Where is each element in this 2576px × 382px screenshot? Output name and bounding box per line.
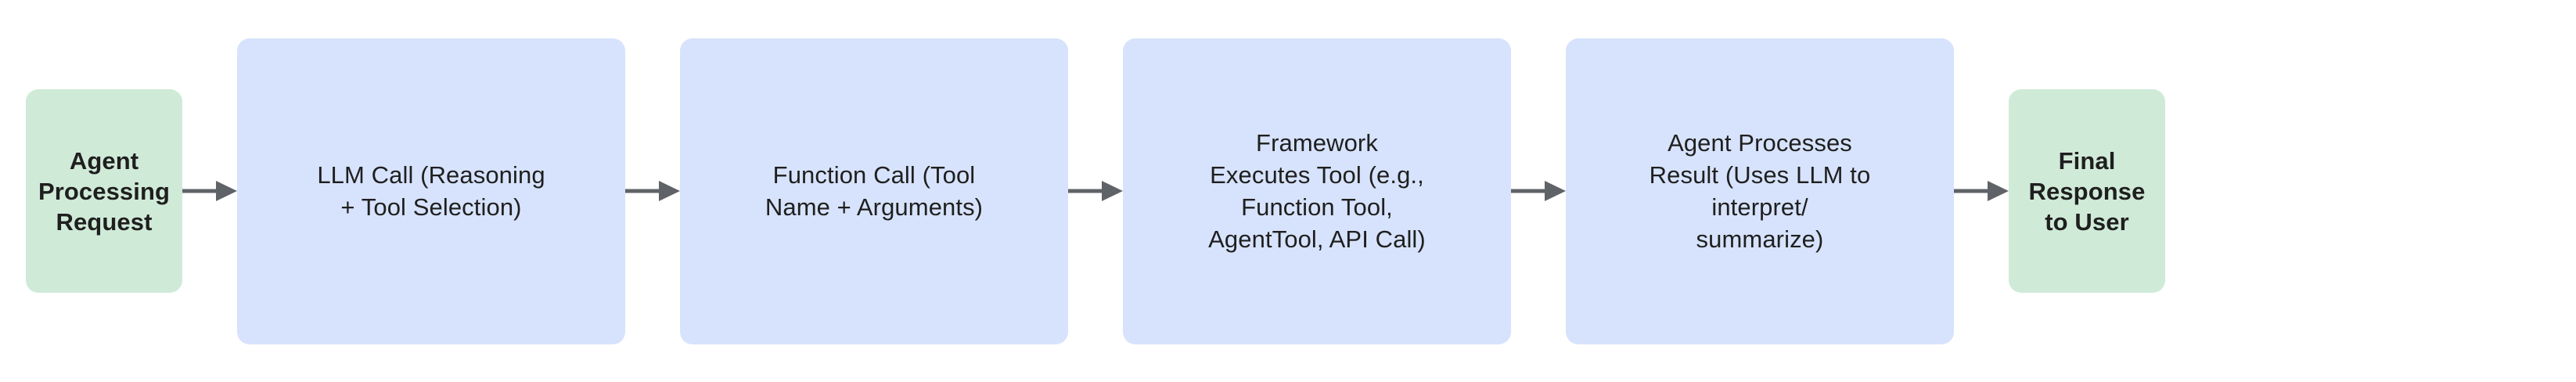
- node-final-response-to-user[interactable]: Final Response to User: [2009, 89, 2165, 293]
- node-label: Agent Processes Result (Uses LLM to inte…: [1649, 129, 1871, 253]
- node-framework-executes-tool[interactable]: Framework Executes Tool (e.g., Function …: [1123, 38, 1511, 344]
- arrow-head: [1988, 181, 2009, 201]
- arrow-shaft: [1511, 189, 1548, 193]
- arrow-head: [1545, 181, 1566, 201]
- arrow-shaft: [1954, 189, 1991, 193]
- node-label: Agent Processing Request: [38, 146, 171, 236]
- arrow-shaft: [182, 189, 219, 193]
- node-label: Function Call (Tool Name + Arguments): [765, 161, 984, 221]
- node-label: LLM Call (Reasoning + Tool Selection): [317, 161, 545, 221]
- arrow-head: [216, 181, 237, 201]
- arrow-right-icon-5: [1954, 181, 2009, 201]
- arrow-right-icon-3: [1068, 181, 1123, 201]
- node-agent-processes-result[interactable]: Agent Processes Result (Uses LLM to inte…: [1566, 38, 1954, 344]
- node-function-call[interactable]: Function Call (Tool Name + Arguments): [680, 38, 1068, 344]
- node-llm-call[interactable]: LLM Call (Reasoning + Tool Selection): [237, 38, 625, 344]
- arrow-shaft: [1068, 189, 1105, 193]
- node-agent-processing-request[interactable]: Agent Processing Request: [26, 89, 182, 293]
- node-label: Framework Executes Tool (e.g., Function …: [1208, 129, 1426, 253]
- arrow-head: [1102, 181, 1123, 201]
- arrow-right-icon-4: [1511, 181, 1566, 201]
- arrow-right-icon-2: [625, 181, 680, 201]
- arrow-shaft: [625, 189, 662, 193]
- node-label: Final Response to User: [2028, 146, 2146, 236]
- arrow-head: [659, 181, 680, 201]
- arrow-right-icon-1: [182, 181, 237, 201]
